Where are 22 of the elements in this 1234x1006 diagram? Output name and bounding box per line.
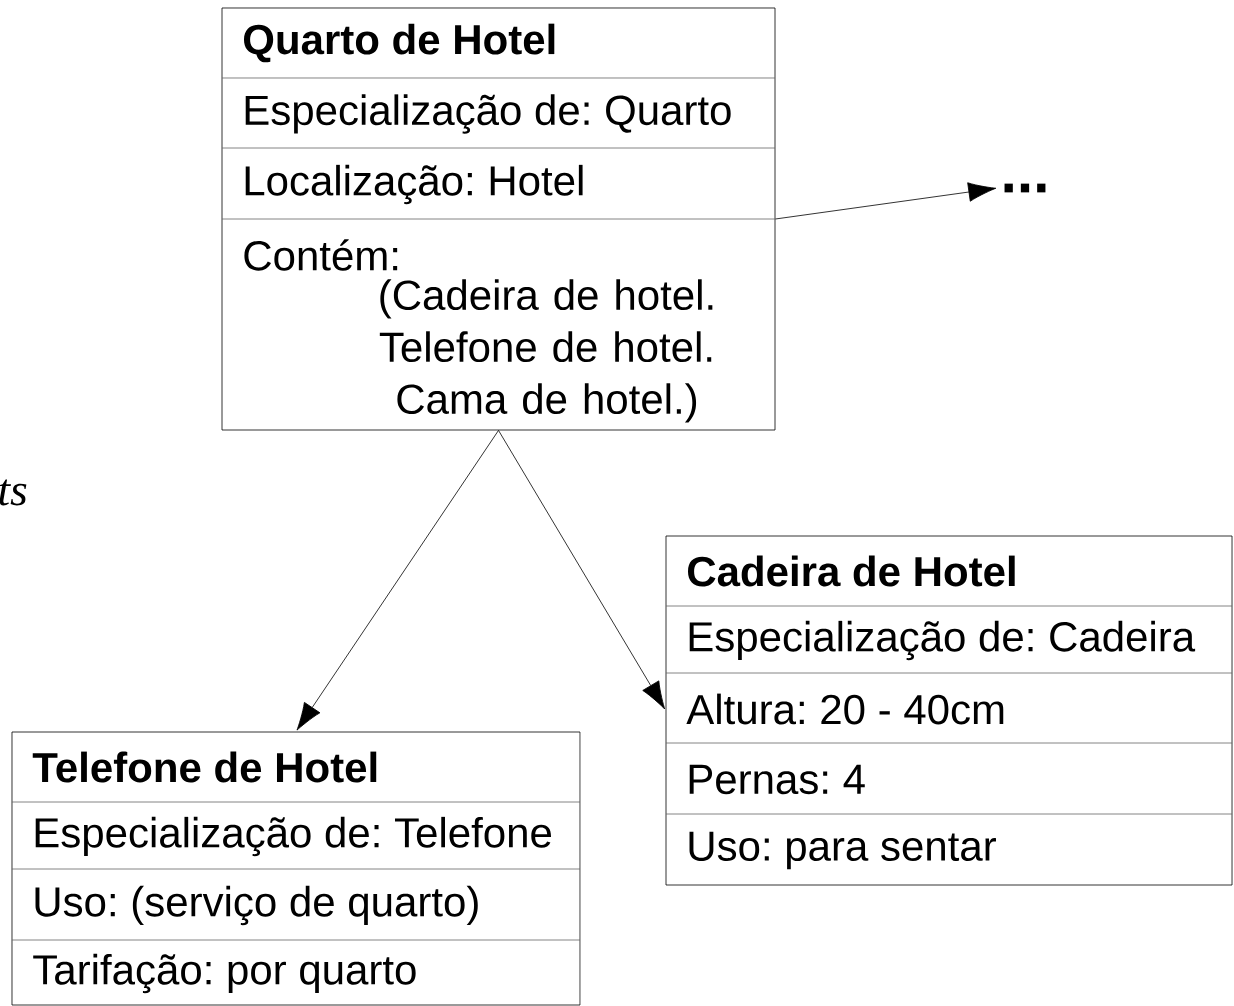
arrow xyxy=(498,430,666,710)
class-box xyxy=(221,7,776,431)
attribute-text: Contém: xyxy=(244,239,398,271)
attribute-text: Especialização de: Quarto xyxy=(245,94,731,134)
attribute-text: Uso: (serviço de quarto) xyxy=(35,885,478,926)
arrow xyxy=(296,430,499,731)
ellipsis-text: ... xyxy=(1004,183,1046,193)
class-box xyxy=(11,731,581,1006)
attribute-text: (Cadeira de hotel. Telefone de hotel. Cama de hotel.) xyxy=(379,279,713,423)
attribute-text: Localização: Hotel xyxy=(245,164,583,205)
arrow xyxy=(775,182,997,220)
attribute-text: Especialização de: Cadeira xyxy=(689,620,1196,661)
class-name: Telefone de Hotel xyxy=(32,751,377,783)
class-box xyxy=(665,535,1233,886)
attribute-text: Uso: para sentar xyxy=(689,831,996,870)
attribute-text: Especialização de: Telefone xyxy=(35,816,551,857)
class-name: Quarto de Hotel xyxy=(244,23,555,63)
cut-text: ts xyxy=(0,479,27,506)
class-name: Cadeira de Hotel xyxy=(688,555,1015,587)
attribute-text: Altura: 20 - 40cm xyxy=(686,693,1004,725)
attribute-text: Tarifação: por quarto xyxy=(33,953,416,994)
attribute-text: Pernas: 4 xyxy=(689,764,865,795)
